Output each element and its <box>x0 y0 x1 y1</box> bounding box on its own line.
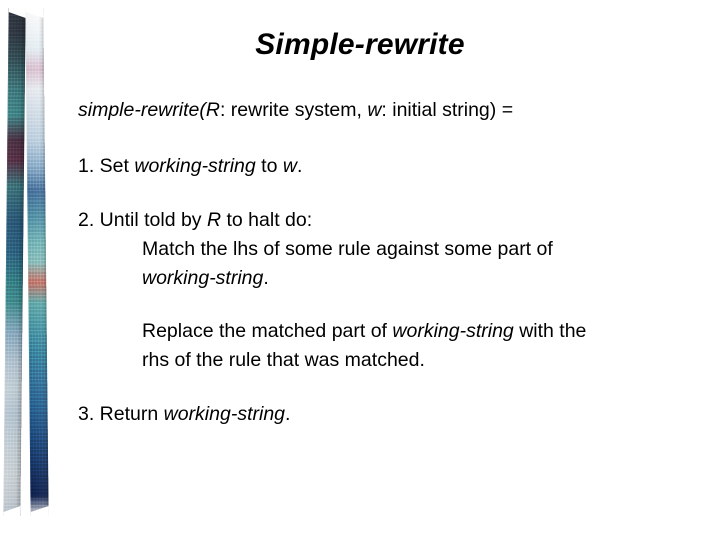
spacer-after-signature <box>78 125 694 152</box>
algorithm-step-2: 2. Until told by R to halt do: <box>78 206 694 235</box>
step2-var-R: R <box>206 209 222 231</box>
signature-param-w: w <box>367 99 382 121</box>
signature-param-R: R <box>205 99 220 121</box>
step1-period: . <box>296 155 303 177</box>
step2-substep-match-line1: Match the lhs of some rule against some … <box>142 238 553 260</box>
step3-term-working-string: working-string <box>163 403 286 425</box>
dark-ribbon-bottom-tip <box>3 506 20 516</box>
step3-period: . <box>285 403 291 425</box>
step2-substep-replace-line2: rhs of the rule that was matched. <box>142 349 425 371</box>
substep-replace-tail: with the <box>513 320 587 342</box>
substep-replace-term-working-string: working-string <box>392 320 514 342</box>
step1-var-w: w <box>282 155 297 177</box>
step2-tail-text: to halt do: <box>221 209 313 231</box>
signature-param-R-description: : rewrite system, <box>219 99 368 121</box>
step1-lead-text: 1. Set <box>78 155 135 177</box>
light-ribbon-decoration <box>25 8 49 516</box>
substep-match-period: . <box>263 267 269 289</box>
step2-substep-replace-line1: Replace the matched part of working-stri… <box>78 317 694 346</box>
light-ribbon-bottom-tip <box>31 506 49 516</box>
step2-substep-match-line2: working-string. <box>78 264 694 293</box>
signature-open-paren: ( <box>199 99 206 121</box>
substep-match-term-working-string: working-string <box>142 267 264 289</box>
dark-ribbon-decoration <box>3 8 25 516</box>
step2-lead-text: 2. Until told by <box>78 209 207 231</box>
dark-ribbon-top-tip <box>9 8 26 18</box>
step3-lead-text: 3. Return <box>78 403 164 425</box>
substep-replace-lead: Replace the matched part of <box>142 320 393 342</box>
slide-body: simple-rewrite(R: rewrite system, w: ini… <box>78 96 694 429</box>
signature-param-w-description: : initial string) = <box>381 99 514 121</box>
slide-title: Simple-rewrite <box>255 28 465 61</box>
algorithm-step-3: 3. Return working-string. <box>78 400 694 429</box>
spacer-after-step1 <box>78 181 694 206</box>
signature-function-name: simple-rewrite <box>78 99 200 121</box>
algorithm-step-1: 1. Set working-string to w. <box>78 152 694 181</box>
light-ribbon-top-tip <box>25 8 43 18</box>
algorithm-signature: simple-rewrite(R: rewrite system, w: ini… <box>78 96 694 125</box>
step1-term-working-string: working-string <box>134 155 256 177</box>
step1-connector: to <box>255 155 283 177</box>
decorative-ribbon-group <box>0 0 60 540</box>
spacer-between-substeps <box>78 293 694 317</box>
spacer-after-step2 <box>78 375 694 400</box>
